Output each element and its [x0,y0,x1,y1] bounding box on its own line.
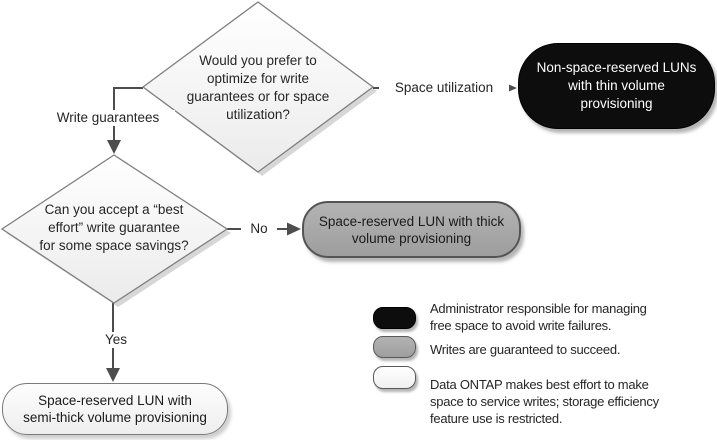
decision-best-effort-text: Can you accept a “best effort” write gua… [39,202,189,253]
legend-black-pill-icon [373,307,416,329]
decision-optimize-text: Would you prefer to optimize for write g… [186,53,330,122]
edge-label-write-guarantees: Write guarantees [41,110,175,126]
edge-label-yes: Yes [96,332,136,348]
legend-white-pill-icon [373,366,416,389]
outcome-thick-provisioning-node: Space-reserved LUN with thick volume pro… [302,201,521,258]
edge-label-no: No [241,221,277,237]
outcome-thin-provisioning-node: Non-space-reserved LUNs with thin volume… [518,43,715,129]
legend-item-black-text: Administrator responsible for managing f… [430,301,647,333]
legend-item-gray-text: Writes are guaranteed to succeed. [430,342,621,357]
legend-item-white-text: Data ONTAP makes best effort to make spa… [430,377,659,426]
edge-label-space-utilization: Space utilization [379,80,509,96]
outcome-semi-thick-provisioning-node: Space-reserved LUN with semi-thick volum… [2,383,228,435]
decision-best-effort-diamond [0,154,229,304]
edge-yes-arrowhead [106,368,120,382]
edge-no-arrowhead [287,222,301,236]
legend-gray-pill-icon [373,336,416,358]
decision-optimize-diamond [141,1,375,173]
edge-write-guarantees-arrowhead [107,140,121,154]
